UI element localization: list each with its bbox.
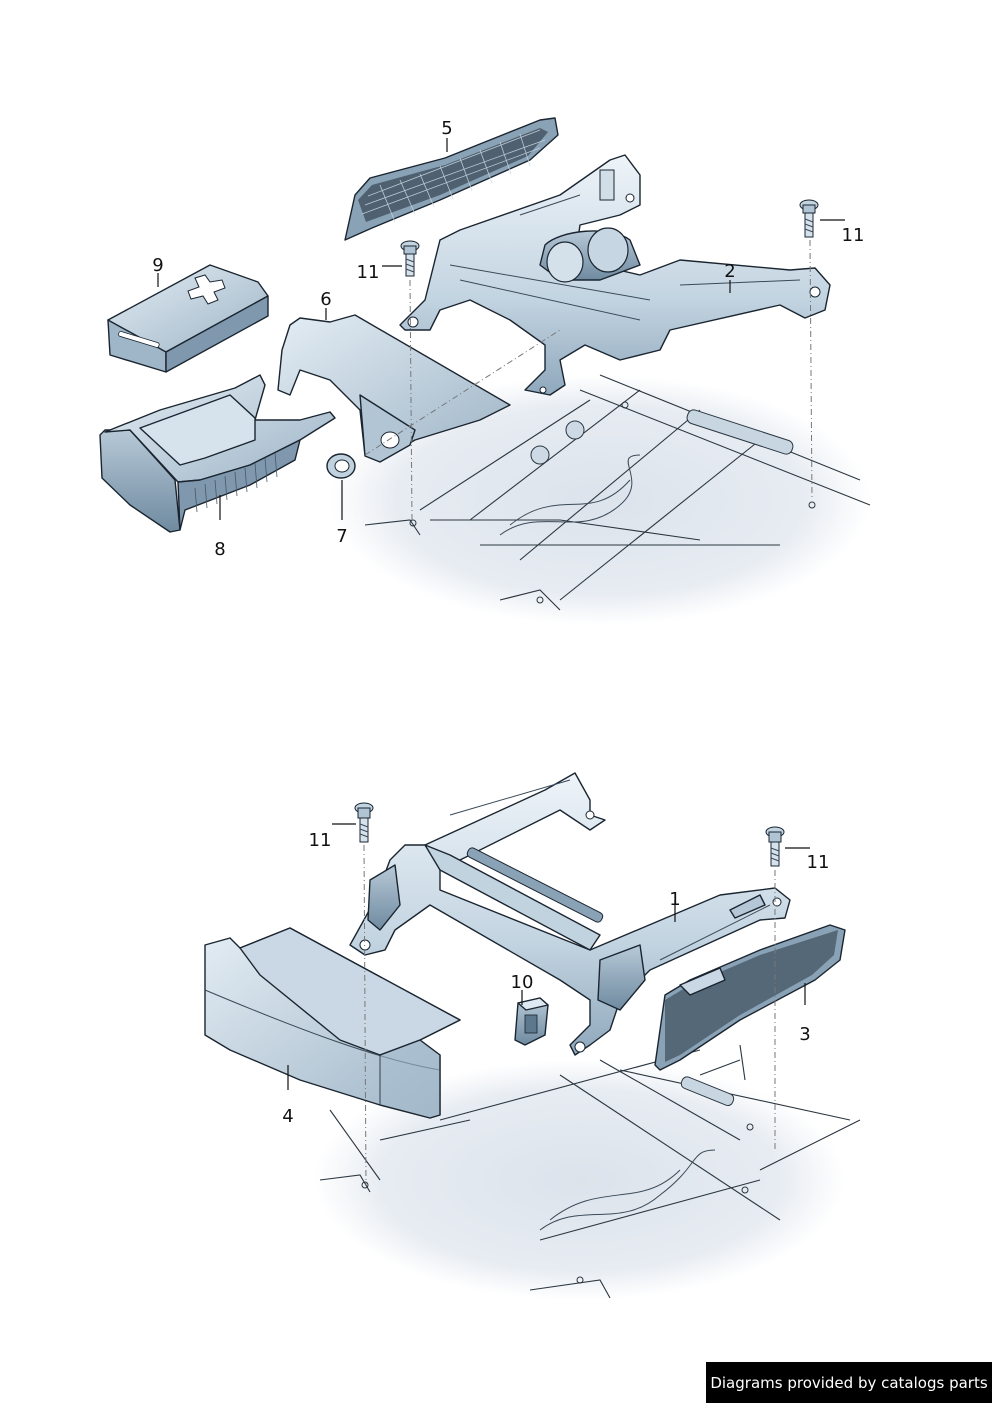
- callout-5: 5: [441, 118, 452, 139]
- callout-11-bottom-right: 11: [807, 852, 830, 873]
- bracket-part-10: [514, 997, 549, 1046]
- front-cover-part-4: [204, 927, 461, 1119]
- seat-frame-part-1: [349, 772, 791, 1056]
- callouts: 5 9 6 2 11 11 7 8 11 11 1 10 3: [152, 118, 864, 1127]
- callout-11-top-right: 11: [842, 225, 865, 246]
- callout-6: 6: [320, 289, 331, 310]
- callout-7: 7: [336, 526, 347, 547]
- grommet-part-7: [326, 453, 356, 479]
- callout-11-bottom-left: 11: [309, 830, 332, 851]
- floor-panel-bottom: [319, 1044, 861, 1299]
- callout-8: 8: [214, 539, 225, 560]
- diagram-credit-label: Diagrams provided by catalogs parts: [706, 1362, 992, 1403]
- side-cover-part-3: [654, 924, 846, 1071]
- top-assembly: [99, 117, 871, 625]
- bolt-part-11-bottom-right: [765, 826, 785, 867]
- callout-4: 4: [282, 1106, 293, 1127]
- callout-1: 1: [669, 889, 680, 910]
- callout-2: 2: [724, 261, 735, 282]
- bolt-part-11-bottom-left: [354, 802, 374, 843]
- bottom-assembly: [204, 772, 861, 1300]
- floor-shadow-bottom: [315, 1060, 845, 1300]
- bolt-part-11-top-right: [799, 199, 819, 238]
- bolt-part-11-top-left: [400, 240, 420, 277]
- first-aid-kit-part-9: [107, 264, 269, 373]
- callout-11-top-left: 11: [357, 262, 380, 283]
- seat-frame-part-2: [399, 154, 831, 396]
- cover-part-6: [277, 314, 511, 463]
- callout-10: 10: [511, 972, 534, 993]
- callout-3: 3: [799, 1024, 810, 1045]
- floor-panel-top: [364, 374, 871, 611]
- callout-9: 9: [152, 255, 163, 276]
- storage-tray-part-8: [99, 374, 336, 533]
- mesh-panel-part-5: [344, 117, 559, 241]
